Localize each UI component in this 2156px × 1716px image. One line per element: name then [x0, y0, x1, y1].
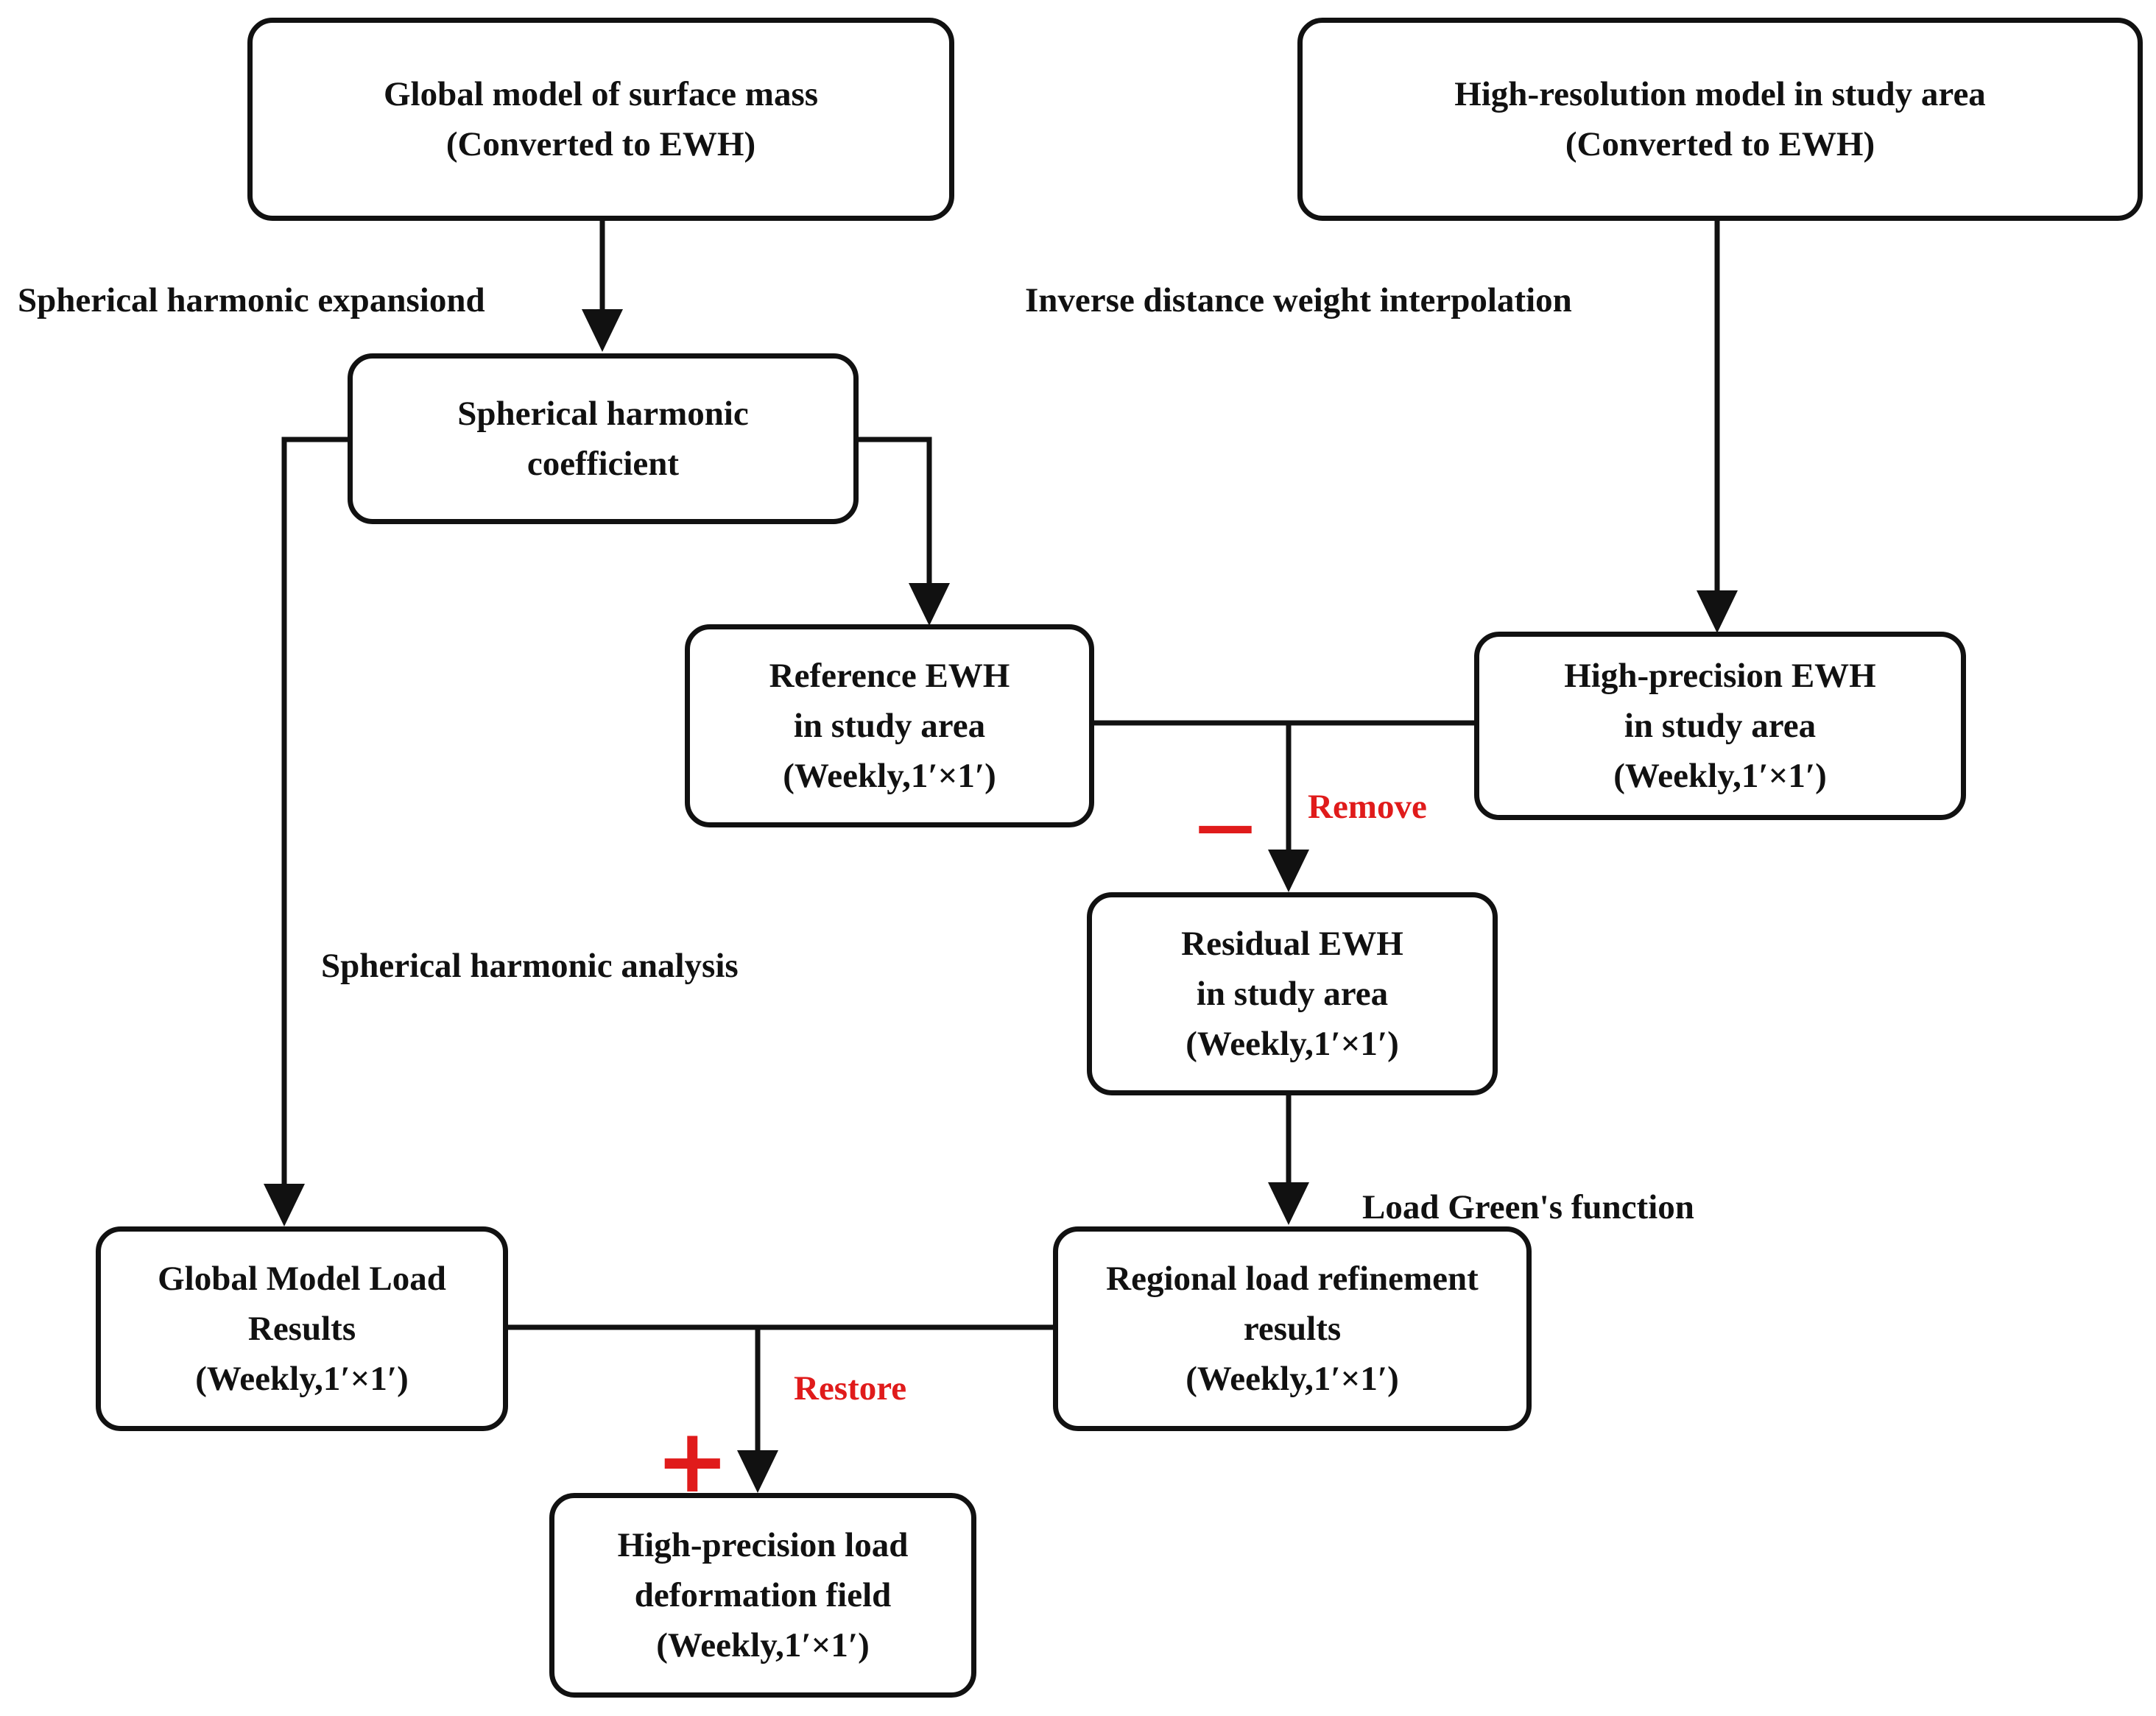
high-res-model-title: High-resolution model in study area	[1454, 75, 1986, 113]
deformation-field-line3: (Weekly,1′×1′)	[656, 1626, 870, 1664]
sh-expansion-label: Spherical harmonic expansiond	[18, 281, 485, 319]
deformation-field-box: High-precision load deformation field (W…	[549, 1493, 976, 1698]
sh-coefficient-line2: coefficient	[526, 445, 680, 483]
load-green-label: Load Green's function	[1362, 1188, 1694, 1226]
arrow-coefficient-to-reference	[856, 437, 932, 583]
global-model-title: Global model of surface mass	[383, 75, 819, 113]
regional-load-line2: results	[1243, 1310, 1342, 1348]
high-precision-ewh-line1: High-precision EWH	[1564, 657, 1876, 695]
idw-label: Inverse distance weight interpolation	[1025, 281, 1572, 319]
sh-coefficient-box: Spherical harmonic coefficient	[348, 353, 859, 524]
arrowhead-deformation	[737, 1450, 778, 1493]
arrowhead-regional	[1268, 1182, 1309, 1225]
regional-load-line1: Regional load refinement	[1106, 1260, 1479, 1298]
residual-ewh-line3: (Weekly,1′×1′)	[1186, 1025, 1399, 1063]
arrowhead-globalload	[264, 1184, 305, 1226]
high-res-model-subtitle: (Converted to EWH)	[1565, 125, 1875, 163]
arrowhead-residual	[1268, 850, 1309, 892]
arrowhead-reference	[909, 583, 950, 626]
remove-label: Remove	[1308, 788, 1427, 826]
arrowhead-coefficient	[582, 309, 623, 352]
sh-analysis-label: Spherical harmonic analysis	[321, 947, 739, 985]
reference-ewh-line1: Reference EWH	[769, 657, 1010, 695]
deformation-field-line2: deformation field	[634, 1576, 892, 1614]
plus-sign: +	[655, 1410, 730, 1513]
high-precision-ewh-line3: (Weekly,1′×1′)	[1613, 757, 1827, 795]
regional-load-box: Regional load refinement results (Weekly…	[1053, 1226, 1532, 1431]
reference-ewh-line3: (Weekly,1′×1′)	[783, 757, 996, 795]
arrowhead-highprecision	[1697, 590, 1738, 633]
global-model-box: Global model of surface mass (Converted …	[247, 18, 954, 221]
arrow-coefficient-to-globalload	[281, 437, 350, 1184]
regional-load-line3: (Weekly,1′×1′)	[1186, 1360, 1399, 1398]
high-precision-ewh-line2: in study area	[1624, 707, 1817, 745]
residual-ewh-line1: Residual EWH	[1181, 925, 1403, 963]
restore-label: Restore	[794, 1369, 907, 1408]
high-precision-ewh-box: High-precision EWH in study area (Weekly…	[1474, 632, 1966, 820]
residual-ewh-line2: in study area	[1196, 975, 1389, 1013]
global-load-line3: (Weekly,1′×1′)	[195, 1360, 409, 1398]
global-model-subtitle: (Converted to EWH)	[445, 125, 756, 163]
reference-ewh-box: Reference EWH in study area (Weekly,1′×1…	[685, 624, 1094, 827]
residual-ewh-box: Residual EWH in study area (Weekly,1′×1′…	[1087, 892, 1498, 1095]
high-res-model-box: High-resolution model in study area (Con…	[1297, 18, 2143, 221]
global-load-line1: Global Model Load	[158, 1260, 446, 1298]
sh-coefficient-line1: Spherical harmonic	[457, 395, 749, 433]
global-load-line2: Results	[247, 1310, 356, 1348]
reference-ewh-line2: in study area	[793, 707, 986, 745]
global-load-box: Global Model Load Results (Weekly,1′×1′)	[96, 1226, 508, 1431]
minus-sign: —	[1196, 791, 1255, 860]
deformation-field-line1: High-precision load	[617, 1526, 909, 1564]
